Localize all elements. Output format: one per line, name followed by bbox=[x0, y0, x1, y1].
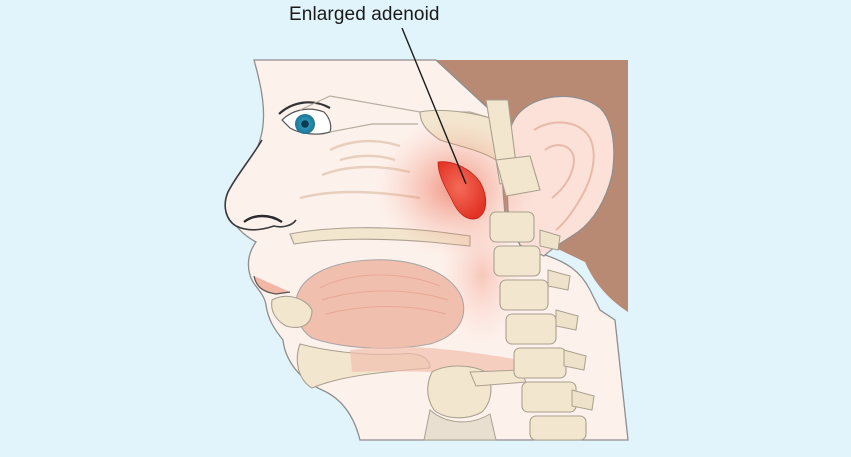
nasal-turbinates bbox=[299, 139, 421, 200]
callout-leader-line bbox=[401, 27, 467, 185]
callout-label: Enlarged adenoid bbox=[289, 4, 440, 25]
nostril bbox=[243, 214, 283, 224]
trachea bbox=[423, 409, 497, 441]
tongue-texture bbox=[319, 274, 449, 315]
upper-lip bbox=[253, 275, 291, 295]
cervical-spine bbox=[485, 99, 587, 441]
iris bbox=[295, 114, 315, 134]
enlarged-adenoid bbox=[437, 161, 487, 220]
ear-inner-fold bbox=[533, 121, 595, 231]
eyelashes bbox=[278, 101, 331, 115]
tongue bbox=[295, 259, 465, 349]
nose bbox=[224, 139, 297, 231]
spinal-processes bbox=[539, 229, 595, 411]
lower-jaw-bone bbox=[271, 295, 313, 328]
